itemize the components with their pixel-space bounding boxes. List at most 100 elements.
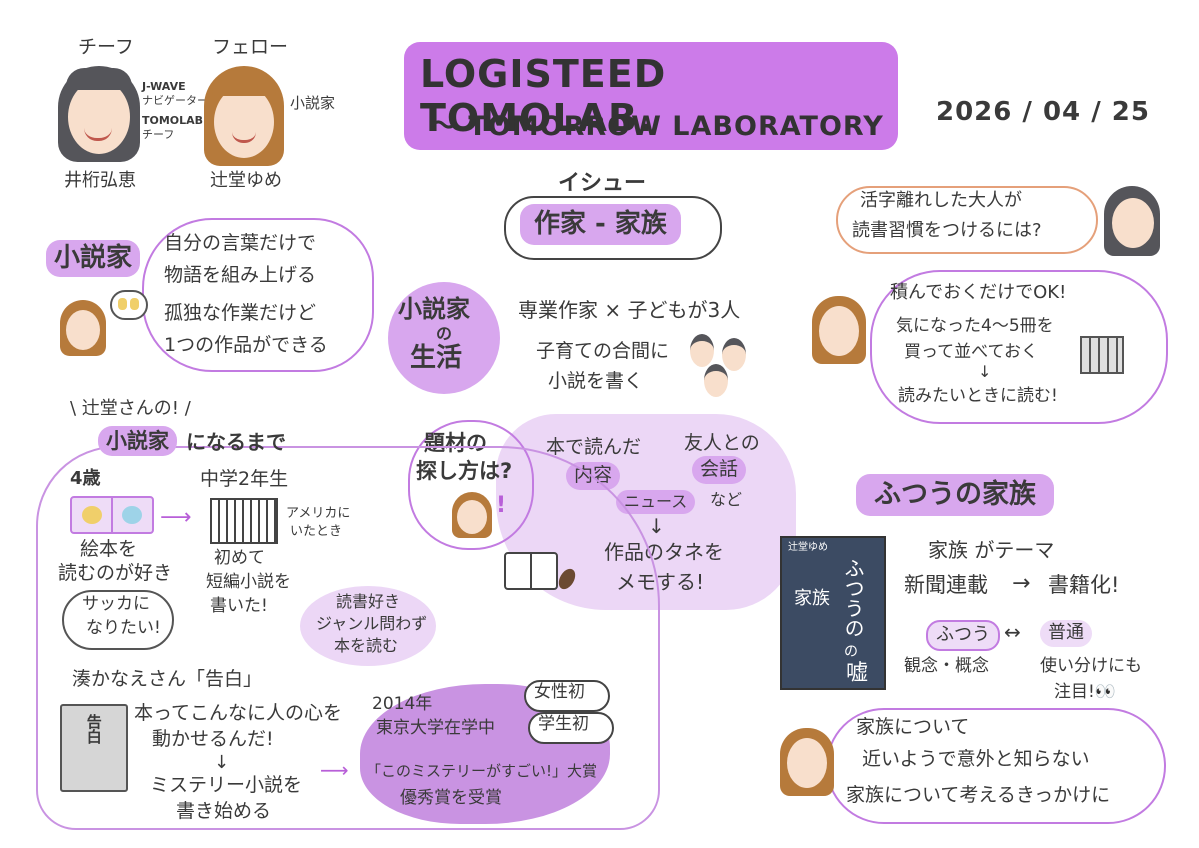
cover-title-3: の bbox=[844, 644, 858, 660]
page-title: LOGISTEED TOMOLAB. bbox=[420, 52, 667, 140]
futsu-concept: 観念・概念 bbox=[904, 656, 989, 676]
cover-author: 辻堂ゆめ bbox=[788, 542, 828, 553]
material-arrow: ↓ bbox=[648, 514, 665, 538]
source-etc: など bbox=[710, 490, 743, 509]
family-serial-arrow: → bbox=[1012, 571, 1031, 596]
arrow-right-icon: ⟶ bbox=[160, 505, 192, 530]
history-title-highlight: 小説家 bbox=[98, 426, 177, 457]
life-label-1: 小説家 bbox=[398, 295, 470, 323]
futsu-kanji: 普通 bbox=[1040, 620, 1092, 647]
history-down-arrow: ↓ bbox=[214, 752, 230, 773]
habit-answer-1: 積んでおくだけでOK! bbox=[890, 282, 1067, 303]
award-arrow-icon: ⟶ bbox=[320, 758, 349, 782]
life-label-circle bbox=[388, 282, 500, 394]
reading-line-3: 本を読む bbox=[334, 636, 399, 655]
novelist-line-4: 1つの作品ができる bbox=[164, 334, 328, 356]
closing-line-3: 家族について考えるきっかけに bbox=[846, 784, 1111, 806]
habit-question-bubble bbox=[836, 186, 1098, 254]
life-line-1: 専業作家 × 子どもが3人 bbox=[518, 298, 741, 322]
source-3: ニュース bbox=[616, 490, 696, 514]
family-theme: 家族 がテーマ bbox=[928, 538, 1055, 562]
manuscript-icon bbox=[210, 498, 278, 544]
habit-answer-2: 気になった4〜5冊を bbox=[896, 316, 1054, 336]
family-serial-a: 新聞連載 bbox=[904, 573, 988, 597]
dream-bubble bbox=[62, 590, 174, 650]
start-line-2: 書き始める bbox=[176, 800, 272, 822]
history-intro: \ 辻堂さんの! / bbox=[70, 398, 191, 419]
kokuhaku-book-cover: 告白 bbox=[60, 704, 128, 792]
award-line-2: 優秀賞を受賞 bbox=[400, 788, 502, 808]
book-author: 湊かなえさん「告白」 bbox=[72, 668, 263, 690]
cover-title-4: 嘘 bbox=[846, 661, 869, 686]
title-banner: LOGISTEED TOMOLAB. 〜 TOMORROW LABORATORY bbox=[404, 42, 898, 150]
chief-note-3: TOMOLAB. bbox=[142, 114, 208, 127]
first-line-2: 短編小説を bbox=[206, 572, 291, 592]
life-label-2: の bbox=[436, 324, 453, 343]
award-year: 2014年 bbox=[372, 694, 433, 714]
middle-school: 中学2年生 bbox=[200, 468, 289, 490]
issue-label: イシュー bbox=[558, 171, 647, 196]
america-line-2: いたとき bbox=[290, 524, 343, 539]
first-line-3: 書いた! bbox=[210, 596, 268, 616]
source-2-b: 会話 bbox=[692, 456, 747, 484]
closing-line-2: 近いようで意外と知らない bbox=[862, 748, 1090, 770]
cover-title-2: 家族 bbox=[794, 588, 830, 609]
age-line-1: 絵本を bbox=[80, 538, 138, 560]
dream-line-1: サッカに bbox=[82, 594, 150, 614]
chief-note-2: ナビゲーター bbox=[142, 94, 208, 107]
chief-note-4: チーフ bbox=[142, 128, 175, 141]
habit-arrow: ↓ bbox=[978, 362, 992, 381]
thought-bubble-icon bbox=[110, 290, 148, 320]
source-1-a: 本で読んだ bbox=[546, 436, 642, 458]
date: 2026 / 04 / 25 bbox=[936, 97, 1150, 127]
picture-book-icon bbox=[70, 496, 154, 534]
material-question-1: 題材の bbox=[424, 431, 487, 455]
chief-name: 井桁弘恵 bbox=[64, 170, 136, 191]
habit-answer-bubble bbox=[870, 270, 1168, 424]
usage-line-2: 注目!👀 bbox=[1054, 682, 1116, 702]
novelist-line-1: 自分の言葉だけで bbox=[164, 232, 317, 254]
life-line-2: 子育ての合間に bbox=[536, 340, 670, 362]
closing-line-1: 家族について bbox=[856, 716, 970, 738]
chief-note-1: J-WAVE bbox=[142, 80, 186, 93]
source-2-a: 友人との bbox=[684, 432, 760, 454]
book-cover-title: 告白 bbox=[84, 714, 103, 744]
futsu-hiragana: ふつう bbox=[926, 620, 1000, 651]
chief-role: チーフ bbox=[78, 36, 134, 58]
history-title-rest: になるまで bbox=[186, 430, 286, 454]
first-student-bubble bbox=[528, 712, 614, 744]
dream-line-2: なりたい! bbox=[86, 618, 161, 638]
novelist-label: 小説家 bbox=[46, 240, 141, 277]
fellow-role: フェロー bbox=[212, 36, 289, 58]
america-line-1: アメリカに bbox=[286, 506, 351, 521]
family-title: ふつうの家族 bbox=[856, 474, 1054, 516]
moved-line-2: 動かせるんだ! bbox=[152, 728, 274, 750]
material-question-2: 探し方は? bbox=[416, 459, 513, 483]
family-book-cover: 辻堂ゆめ ふつうの 家族 の 嘘 bbox=[780, 536, 886, 690]
reading-line-1: 読書好き bbox=[336, 592, 401, 611]
novelist-line-2: 物語を組み上げる bbox=[164, 264, 317, 286]
first-line-1: 初めて bbox=[214, 548, 265, 568]
age-line-2: 読むのが好き bbox=[58, 562, 173, 584]
fellow-note: 小説家 bbox=[290, 94, 336, 112]
reading-blob bbox=[300, 586, 436, 666]
reading-line-2: ジャンル問わず bbox=[316, 614, 428, 633]
habit-question-1: 活字離れした大人が bbox=[860, 190, 1022, 211]
habit-question-2: 読書習慣をつけるには? bbox=[852, 220, 1042, 241]
futsu-between: ↔ bbox=[1004, 620, 1021, 644]
award-line-1: 「このミステリーがすごい!」大賞 bbox=[366, 762, 598, 780]
habit-answer-4: 読みたいときに読む! bbox=[898, 386, 1058, 406]
life-label-3: 生活 bbox=[410, 343, 463, 373]
books-stack-icon bbox=[1080, 336, 1124, 374]
life-line-3: 小説を書く bbox=[548, 370, 644, 392]
novelist-line-3: 孤独な作業だけど bbox=[164, 302, 317, 324]
first-woman-bubble bbox=[524, 680, 610, 712]
habit-answer-3: 買って並べておく bbox=[904, 342, 1038, 362]
start-line-1: ミステリー小説を bbox=[150, 774, 303, 796]
cover-title-1: ふつうの bbox=[841, 558, 865, 638]
moved-line-1: 本ってこんなに人の心を bbox=[134, 702, 343, 724]
first-student: 学生初 bbox=[538, 714, 589, 734]
family-serial-b: 書籍化! bbox=[1048, 573, 1120, 597]
first-woman: 女性初 bbox=[534, 682, 585, 702]
usage-line-1: 使い分けにも bbox=[1040, 656, 1142, 676]
